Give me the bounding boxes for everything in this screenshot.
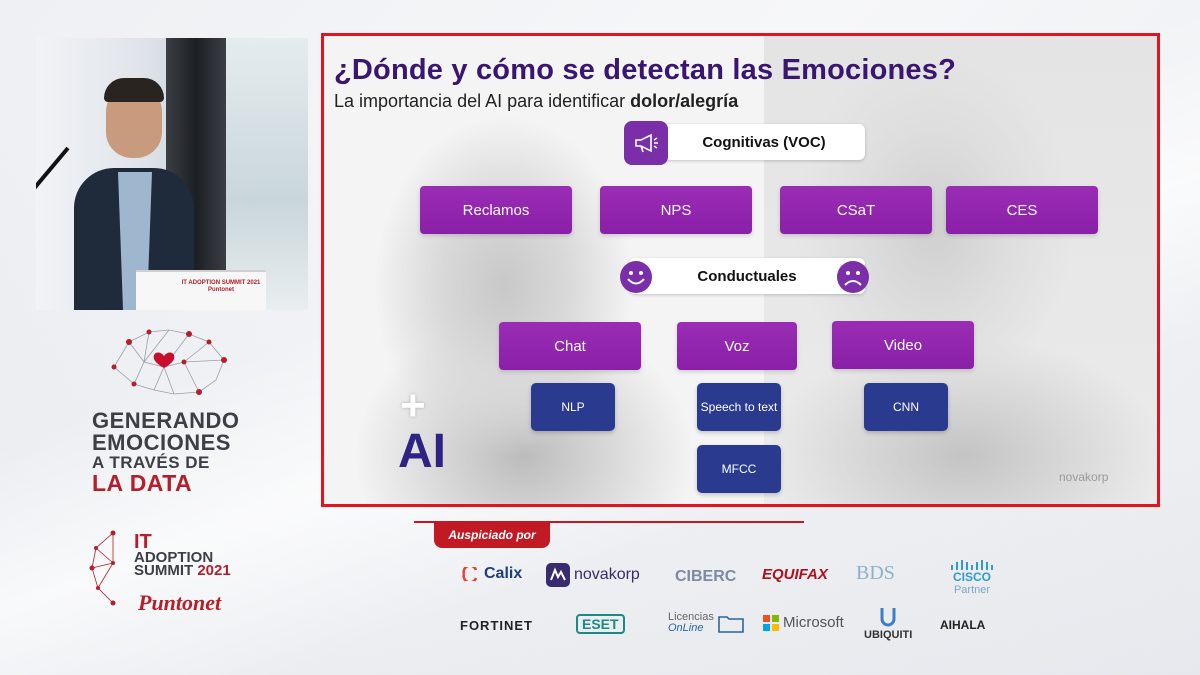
presentation-slide: ¿Dónde y cómo se detectan las Emociones?… <box>321 33 1160 507</box>
theme-line-1: GENERANDO <box>92 408 240 433</box>
sad-face-icon <box>837 261 869 293</box>
speaker-video: IT ADOPTION SUMMIT 2021 Puntonet <box>36 38 308 310</box>
aihala-logo: AIHALA <box>940 618 986 632</box>
ciberc-logo: CIBERC <box>675 568 737 585</box>
event-theme-title: GENERANDO EMOCIONES A TRAVÉS DE LA DATA <box>92 408 252 496</box>
brain-network-icon <box>111 329 227 395</box>
novakorp-logo: novakorp <box>546 563 640 587</box>
theme-line-4: LA DATA <box>92 470 193 496</box>
ubiquiti-u-icon <box>880 608 896 627</box>
mic-stand <box>36 146 70 280</box>
cisco-logo: CISCO Partner <box>950 560 994 596</box>
behavior-box-voz: Voz <box>677 322 797 370</box>
bds-logo: BDS <box>856 562 895 584</box>
sponsor-tag: Auspiciado por <box>434 522 550 548</box>
subtitle-bold: dolor/alegría <box>630 91 739 111</box>
podium-logo: IT ADOPTION SUMMIT 2021 Puntonet <box>181 280 261 293</box>
calix-text: Calix <box>484 565 523 582</box>
cognitive-box-reclamos: Reclamos <box>420 186 572 234</box>
theme-line-2: EMOCIONES <box>92 430 231 455</box>
slide-subtitle: La importancia del AI para identificar d… <box>334 91 738 112</box>
eset-logo: ESET <box>576 614 625 634</box>
puntonet-logo: Puntonet <box>138 590 222 615</box>
plus-sign: + <box>400 381 426 430</box>
conductuales-text: Conductuales <box>697 267 797 285</box>
cisco-bars-icon <box>951 560 993 570</box>
megaphone-icon <box>624 121 668 165</box>
folder-icon <box>718 616 744 633</box>
behavior-box-video: Video <box>832 321 974 369</box>
microsoft-text: Microsoft <box>783 614 844 631</box>
slide-title: ¿Dónde y cómo se detectan las Emociones? <box>334 54 956 86</box>
ai-label: AI <box>398 425 446 478</box>
happy-face-icon <box>620 261 652 293</box>
behavior-box-chat: Chat <box>499 322 641 370</box>
novakorp-text: novakorp <box>574 566 640 583</box>
cognitive-box-csat: CSaT <box>780 186 932 234</box>
summit-network-icon <box>89 530 116 606</box>
calix-logo: Calix <box>462 565 522 583</box>
fortinet-logo: FORTINET <box>460 618 533 633</box>
licencias-top-text: Licencias <box>668 611 714 623</box>
summit-it: IT <box>134 531 152 553</box>
novakorp-watermark: novakorp <box>1059 470 1109 484</box>
subtitle-prefix: La importancia del AI para identificar <box>334 91 631 111</box>
summit-adoption: ADOPTION <box>134 549 214 566</box>
conductuales-label: Conductuales <box>629 258 865 294</box>
summit-wordmark: IT ADOPTION SUMMIT 2021 <box>134 531 231 579</box>
cisco-text: CISCO <box>952 570 991 584</box>
novakorp-icon <box>546 563 570 587</box>
microsoft-squares-icon <box>763 614 779 631</box>
licencias-online-logo: Licencias OnLine <box>668 612 744 634</box>
ai-box-cnn: CNN <box>864 383 948 431</box>
cognitivas-label: Cognitivas (VOC) <box>639 124 865 160</box>
microsoft-logo: Microsoft <box>763 614 844 631</box>
cisco-partner-text: Partner <box>953 584 991 596</box>
cognitivas-text: Cognitivas (VOC) <box>702 133 826 151</box>
cognitive-box-nps: NPS <box>600 186 752 234</box>
theme-line-3: A TRAVÉS DE <box>92 453 210 472</box>
licencias-bottom-text: OnLine <box>668 622 704 634</box>
summit-year: 2021 <box>197 562 231 579</box>
calix-icon <box>462 567 478 581</box>
equifax-logo: EQUIFAX <box>762 566 828 583</box>
stage-screen <box>226 38 308 310</box>
ai-box-speech-to-text: Speech to text <box>697 383 781 431</box>
ai-box-nlp: NLP <box>531 383 615 431</box>
ai-box-mfcc: MFCC <box>697 445 781 493</box>
podium: IT ADOPTION SUMMIT 2021 Puntonet <box>136 270 266 310</box>
cognitive-box-ces: CES <box>946 186 1098 234</box>
ubiquiti-logo: UBIQUITI <box>864 606 912 641</box>
ubiquiti-text: UBIQUITI <box>864 629 913 641</box>
speaker-hair <box>104 78 164 102</box>
summit-summit: SUMMIT <box>134 562 198 579</box>
sponsor-divider <box>414 521 804 523</box>
